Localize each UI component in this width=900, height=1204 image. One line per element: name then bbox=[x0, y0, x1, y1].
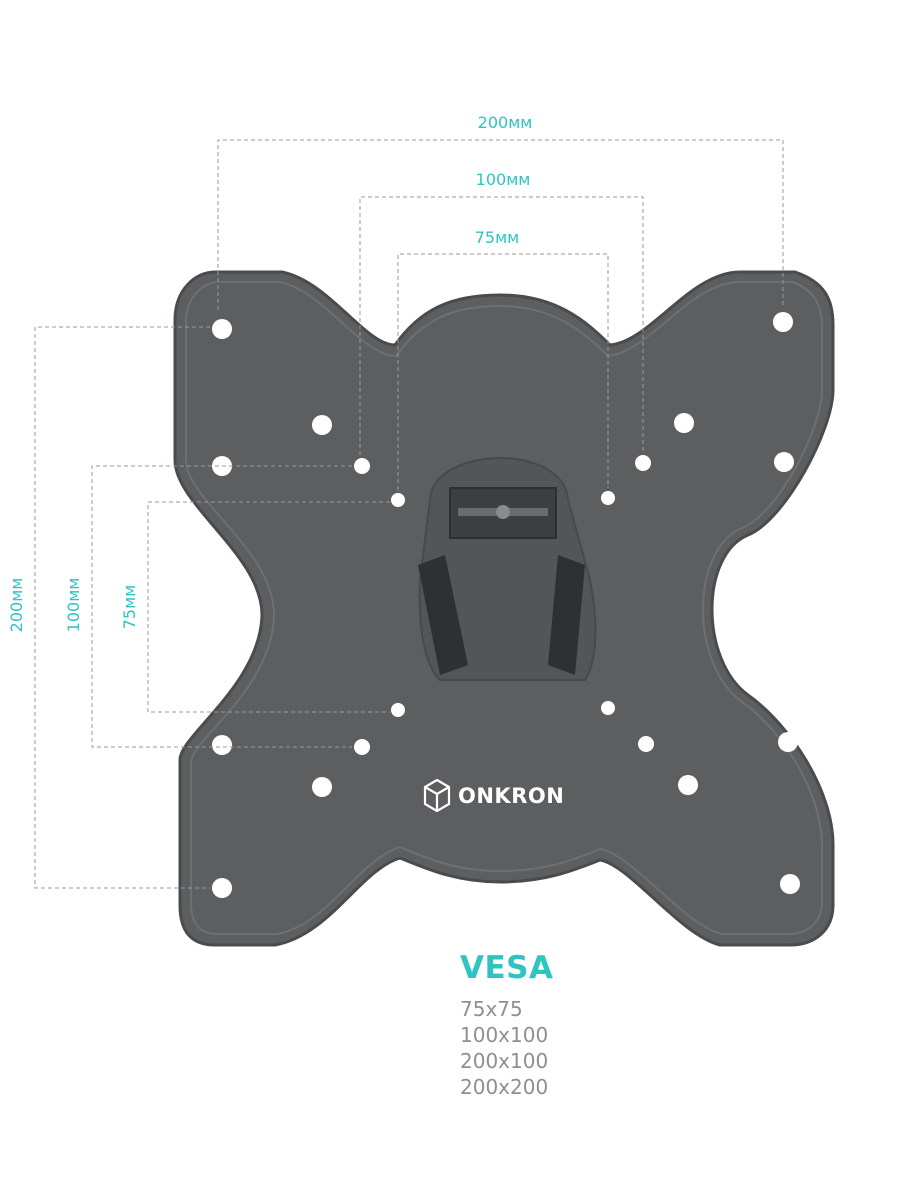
hole-75-top-left bbox=[391, 493, 405, 507]
mounting-plate: ONKRON bbox=[173, 270, 835, 947]
vesa-title: VESA bbox=[460, 950, 554, 986]
hole-75-bottom-right bbox=[601, 701, 615, 715]
hole-100-bottom-right bbox=[638, 736, 654, 752]
dimension-top-outer: 200мм bbox=[217, 113, 784, 310]
hole-200-top-left bbox=[212, 319, 232, 339]
hole-200x100-bottom-right bbox=[778, 732, 798, 752]
hole-75-bottom-left bbox=[391, 703, 405, 717]
hole-extra-2 bbox=[674, 413, 694, 433]
vesa-compatibility: VESA 75x75 100x100 200x100 200x200 bbox=[460, 950, 660, 1100]
hole-200-bottom-right bbox=[780, 874, 800, 894]
hole-100-bottom-left bbox=[354, 739, 370, 755]
vesa-size-item: 200x100 bbox=[460, 1049, 549, 1073]
dimension-left-outer: 200мм bbox=[7, 326, 210, 889]
vesa-size-list: 75x75 100x100 200x100 200x200 bbox=[460, 996, 660, 1100]
dimension-top-middle: 100мм bbox=[359, 170, 644, 455]
hole-200x100-bottom-left bbox=[212, 735, 232, 755]
slot-left bbox=[418, 555, 468, 675]
hole-extra-4 bbox=[678, 775, 698, 795]
dimension-left-middle-label: 100мм bbox=[64, 578, 83, 633]
vesa-size-item: 200x200 bbox=[460, 1075, 549, 1099]
dimension-left-outer-label: 200мм bbox=[7, 578, 26, 633]
vesa-size-item: 75x75 bbox=[460, 997, 523, 1021]
dimension-top-inner-label: 75мм bbox=[475, 228, 520, 247]
dimension-left-inner-label: 75мм bbox=[120, 585, 139, 630]
dimension-top-middle-label: 100мм bbox=[476, 170, 531, 189]
hole-100-top-right bbox=[635, 455, 651, 471]
hole-extra-1 bbox=[312, 415, 332, 435]
dimension-left-inner: 75мм bbox=[120, 501, 390, 713]
brand-name: ONKRON bbox=[458, 784, 564, 808]
hole-200-top-right bbox=[773, 312, 793, 332]
dimension-top-inner: 75мм bbox=[397, 228, 609, 490]
hole-200-bottom-left bbox=[212, 878, 232, 898]
dimension-top-outer-label: 200мм bbox=[478, 113, 533, 132]
slot-right bbox=[548, 555, 585, 675]
onkron-cube-logo-icon bbox=[423, 778, 451, 813]
hole-100-top-left bbox=[354, 458, 370, 474]
tilt-screw bbox=[496, 505, 510, 519]
dimension-left-middle: 100мм bbox=[64, 465, 352, 748]
vesa-size-item: 100x100 bbox=[460, 1023, 549, 1047]
hole-75-top-right bbox=[601, 491, 615, 505]
plate-inner-rim bbox=[185, 281, 823, 935]
hole-200x100-top-right bbox=[774, 452, 794, 472]
hole-extra-3 bbox=[312, 777, 332, 797]
